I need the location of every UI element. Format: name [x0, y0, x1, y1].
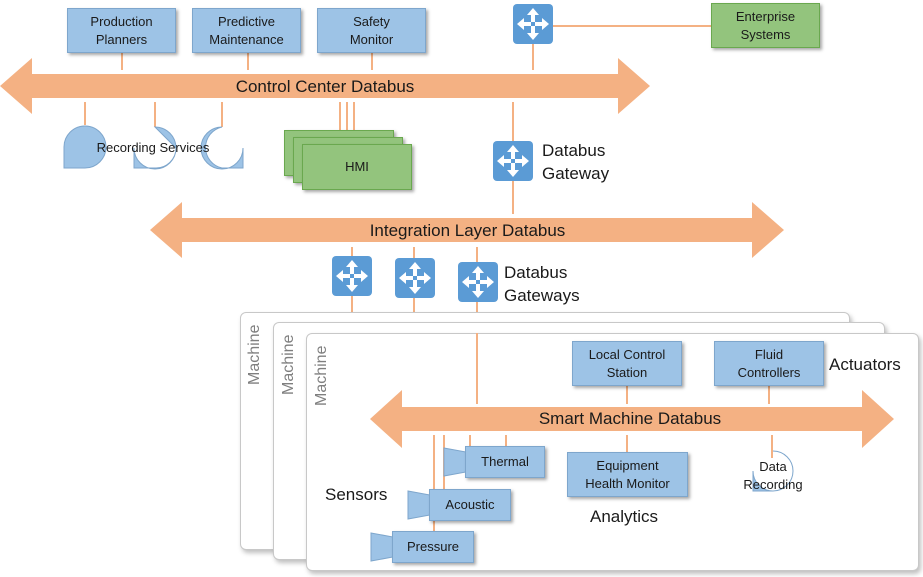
recording-bubble-3[interactable] [200, 126, 244, 170]
smart-machine-bus-label: Smart Machine Databus [538, 409, 722, 428]
safety-monitor-box[interactable]: Safety Monitor [317, 8, 426, 53]
databus-gateways-label: Databus Gateways [504, 263, 580, 305]
local-control-station-box[interactable]: Local Control Station [572, 341, 682, 386]
data-recording-label: Data Recording [743, 459, 803, 492]
control-center-bus-label: Control Center Databus [235, 77, 415, 96]
data-recording-bubble[interactable] [752, 450, 794, 492]
recording-bubble-2[interactable] [133, 126, 177, 170]
integration-bus-arrow [150, 202, 784, 258]
acoustic-sensor-box[interactable]: Acoustic [429, 489, 511, 521]
fluid-controllers-box[interactable]: Fluid Controllers [714, 341, 824, 386]
actuators-label: Actuators [829, 355, 901, 374]
smart-machine-bus-arrow [370, 390, 894, 448]
hmi-box-front[interactable]: HMI [302, 144, 412, 190]
analytics-label: Analytics [590, 507, 659, 526]
pressure-sensor-box[interactable]: Pressure [392, 531, 474, 563]
equipment-health-monitor-box[interactable]: Equipment Health Monitor [567, 452, 688, 497]
pressure-sensor-horn [370, 532, 394, 562]
enterprise-systems-box[interactable]: Enterprise Systems [711, 3, 820, 48]
thermal-sensor-box[interactable]: Thermal [465, 446, 545, 478]
predictive-maintenance-box[interactable]: Predictive Maintenance [192, 8, 301, 53]
thermal-sensor-horn [443, 447, 467, 477]
control-center-bus-arrow [0, 58, 650, 114]
acoustic-sensor-horn [407, 490, 431, 520]
recording-services-label: Recording Services [96, 140, 210, 155]
sensors-label: Sensors [325, 485, 388, 504]
recording-bubble-1[interactable] [63, 125, 107, 169]
production-planners-box[interactable]: Production Planners [67, 8, 176, 53]
databus-gateway-label: Databus Gateway [542, 141, 610, 183]
integration-bus-label: Integration Layer Databus [369, 221, 566, 240]
